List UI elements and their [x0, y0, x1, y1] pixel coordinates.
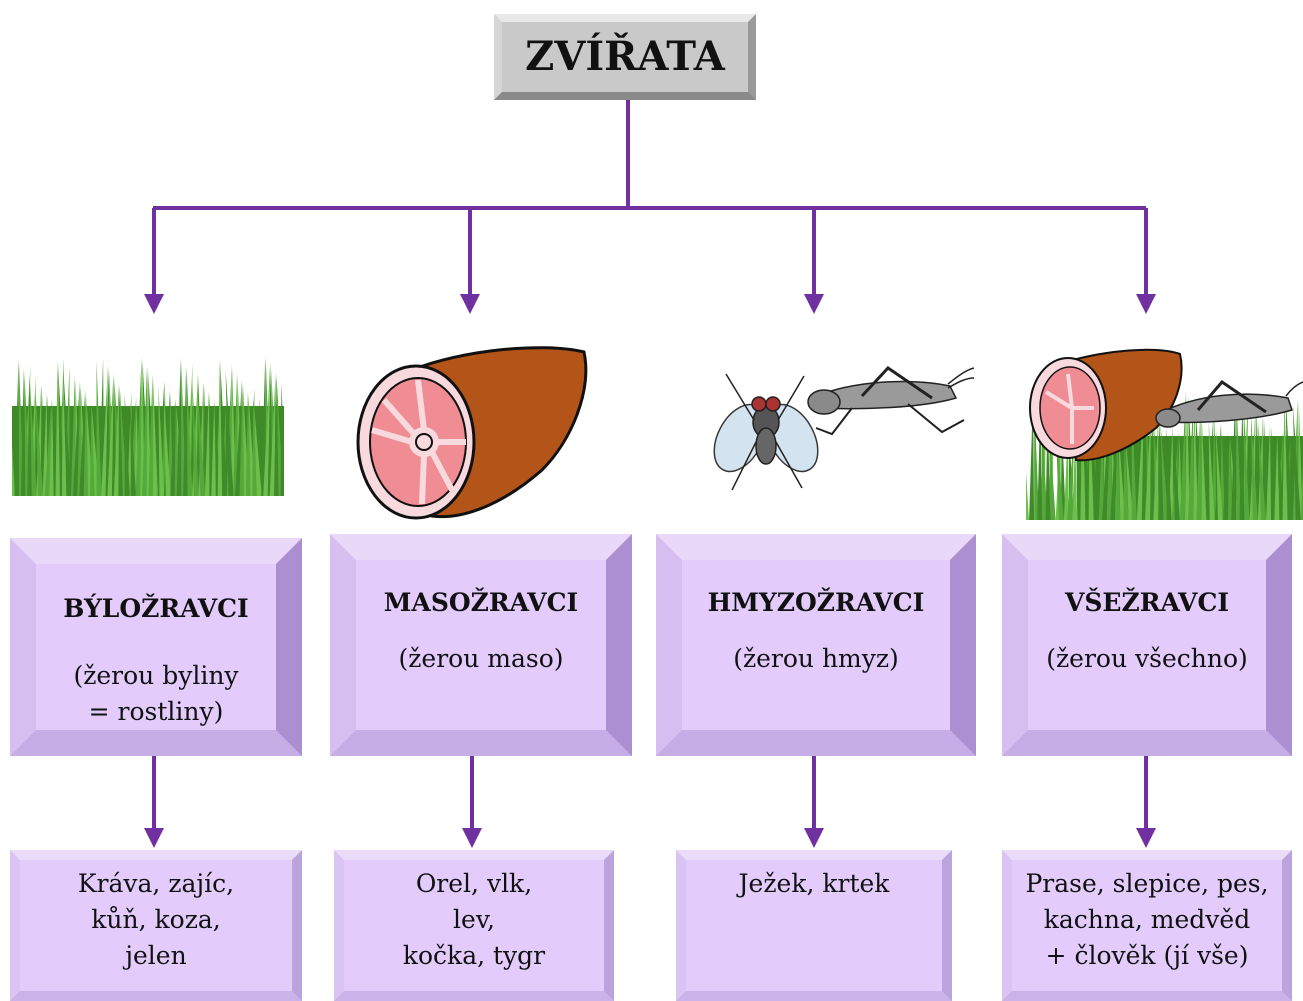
arrowhead-8	[1136, 828, 1156, 848]
ham-grasshopper-grass-image	[1026, 340, 1303, 520]
category-title: BÝLOŽRAVCI	[63, 594, 249, 623]
category-box-vsezravci: VŠEŽRAVCI (žerou všechno)	[1002, 534, 1292, 756]
example-line: lev,	[453, 902, 495, 938]
category-box-masozravci: MASOŽRAVCI (žerou maso)	[330, 534, 632, 756]
category-description-line: (žerou hmyz)	[733, 641, 899, 677]
meat-ham-image	[352, 330, 592, 522]
arrowhead-2	[460, 294, 480, 314]
arrowhead-1	[144, 294, 164, 314]
example-line: kočka, tygr	[403, 938, 545, 974]
category-description-line: (žerou všechno)	[1046, 641, 1248, 677]
example-line: kůň, koza,	[91, 902, 220, 938]
example-line: Kráva, zajíc,	[78, 866, 234, 902]
arrowhead-6	[462, 828, 482, 848]
category-title: VŠEŽRAVCI	[1065, 588, 1229, 617]
category-box-hmyzozravci: HMYZOŽRAVCI (žerou hmyz)	[656, 534, 976, 756]
example-line: + člověk (jí vše)	[1046, 938, 1249, 974]
examples-box-bylozravci: Kráva, zajíc, kůň, koza, jelen	[10, 850, 302, 1001]
example-line: kachna, medvěd	[1044, 902, 1250, 938]
grass-image	[12, 346, 284, 496]
fly-and-grasshopper-image	[712, 362, 974, 494]
examples-box-hmyzozravci: Ježek, krtek	[676, 850, 952, 1001]
example-line: Orel, vlk,	[416, 866, 532, 902]
category-description-line: = rostliny)	[89, 694, 224, 730]
root-label: ZVÍŘATA	[502, 22, 748, 92]
examples-box-vsezravci: Prase, slepice, pes, kachna, medvěd + čl…	[1002, 850, 1292, 1001]
category-box-bylozravci: BÝLOŽRAVCI (žerou byliny = rostliny)	[10, 538, 302, 756]
category-description-line: (žerou byliny	[73, 658, 238, 694]
category-title: HMYZOŽRAVCI	[708, 588, 925, 617]
root-node: ZVÍŘATA	[494, 14, 756, 100]
arrowhead-7	[804, 828, 824, 848]
arrowhead-3	[804, 294, 824, 314]
category-title: MASOŽRAVCI	[384, 588, 579, 617]
category-description-line: (žerou maso)	[398, 641, 563, 677]
arrowhead-4	[1136, 294, 1156, 314]
arrowhead-5	[144, 828, 164, 848]
example-line: jelen	[125, 938, 186, 974]
examples-box-masozravci: Orel, vlk, lev, kočka, tygr	[334, 850, 614, 1001]
example-line: Ježek, krtek	[739, 866, 890, 902]
example-line: Prase, slepice, pes,	[1025, 866, 1268, 902]
